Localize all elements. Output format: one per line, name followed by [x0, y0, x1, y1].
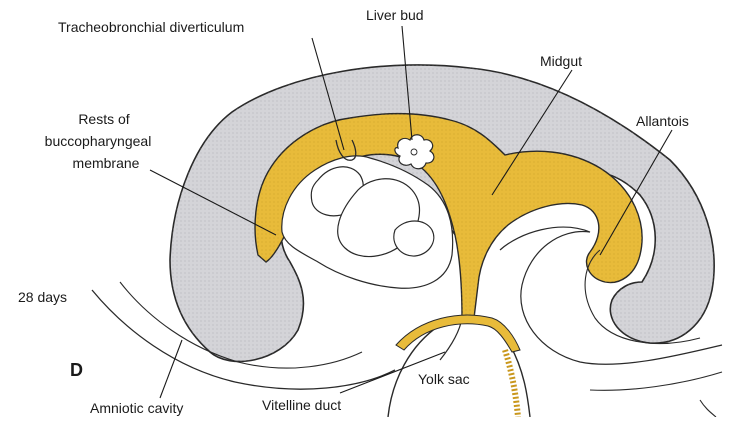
label-yolk-sac: Yolk sac: [418, 371, 470, 387]
heart-loop-lower: [394, 221, 434, 256]
label-tracheobronchial: Tracheobronchial diverticulum: [58, 19, 244, 35]
label-rests-line2: buccopharyngeal: [45, 133, 152, 149]
label-rests-line1: Rests of: [78, 111, 129, 127]
label-amniotic-cavity: Amniotic cavity: [90, 400, 183, 416]
leader-amniotic: [160, 340, 182, 398]
vitelline-band: [396, 315, 520, 352]
amnion-bottom-right: [590, 372, 722, 390]
label-age: 28 days: [18, 289, 67, 305]
label-liver-bud: Liver bud: [366, 7, 424, 23]
label-allantois: Allantois: [636, 113, 689, 129]
panel-letter: D: [70, 360, 83, 380]
label-vitelline-duct: Vitelline duct: [262, 397, 341, 413]
amnion-bottom-right-2: [700, 400, 716, 417]
label-rests-line3: membrane: [73, 155, 140, 171]
label-midgut: Midgut: [540, 53, 582, 69]
yolk-sac-stripe: [505, 350, 518, 417]
liver-bud-shape: [395, 135, 434, 169]
